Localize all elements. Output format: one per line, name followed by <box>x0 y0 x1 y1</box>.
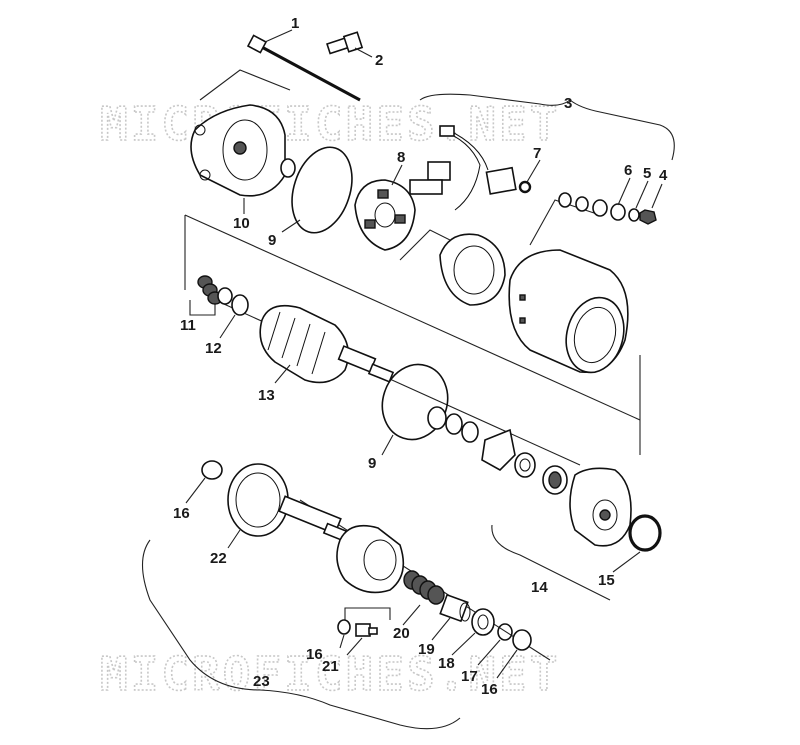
o-ring-upper <box>291 146 353 234</box>
overrunning-clutch <box>336 524 405 594</box>
callout-22: 22 <box>210 550 227 567</box>
bracket-23 <box>142 539 461 730</box>
callout-17: 17 <box>461 668 478 685</box>
callout-15: 15 <box>598 572 615 589</box>
callout-11: 11 <box>180 317 196 334</box>
screw <box>326 31 364 55</box>
callout-2: 2 <box>375 52 383 69</box>
callout-8: 8 <box>397 149 405 166</box>
bracket-11 <box>189 300 216 316</box>
washer-16-right <box>512 629 532 651</box>
callout-20: 20 <box>393 625 410 642</box>
bracket-3 <box>419 93 675 161</box>
callout-18: 18 <box>438 655 455 672</box>
pinion-collar <box>439 593 471 623</box>
callout-9-lower: 9 <box>368 455 376 472</box>
callout-16-left: 16 <box>173 505 190 522</box>
callout-5: 5 <box>643 165 651 182</box>
thrust-washer-12 <box>231 294 249 316</box>
callout-7: 7 <box>533 145 541 162</box>
washer-16-left <box>201 460 223 480</box>
small-o-ring <box>518 180 532 194</box>
watermark-top: MICROFICHES.NET <box>100 97 560 151</box>
callout-4: 4 <box>659 167 668 184</box>
brush-plate <box>354 179 416 251</box>
pinion-spring <box>403 570 445 605</box>
watermark-bottom: MICROFICHES.NET <box>100 647 560 701</box>
callout-10: 10 <box>233 215 250 232</box>
armature <box>259 304 395 384</box>
callout-1: 1 <box>291 15 299 32</box>
stopper-pin <box>355 623 378 637</box>
roller-bearing <box>542 465 568 495</box>
callout-6: 6 <box>624 162 632 179</box>
bracket-14 <box>491 524 611 601</box>
callout-12: 12 <box>205 340 222 357</box>
through-bolt <box>246 34 361 102</box>
rear-housing <box>190 104 296 197</box>
axis-line-upper <box>184 214 641 421</box>
callout-16-right: 16 <box>481 681 498 698</box>
leader-housing <box>199 69 291 101</box>
front-cover <box>569 467 632 547</box>
ball-bearing <box>471 608 495 636</box>
shim-washers <box>427 406 479 443</box>
brush-cover <box>439 233 506 306</box>
washer-stack <box>558 192 657 225</box>
circlip <box>497 623 513 641</box>
callout-13: 13 <box>258 387 275 404</box>
callout-14: 14 <box>531 579 548 596</box>
callout-19: 19 <box>418 641 435 658</box>
callout-23: 23 <box>253 673 270 690</box>
reduction-gear <box>227 463 348 542</box>
o-ring-lower <box>381 363 449 441</box>
yoke-housing <box>508 249 629 374</box>
callout-3: 3 <box>564 95 572 112</box>
gear-plate <box>481 428 536 478</box>
callout-9-upper: 9 <box>268 232 276 249</box>
brush-holder <box>409 125 517 211</box>
bracket-20 <box>344 607 391 620</box>
o-ring-front <box>628 514 662 552</box>
callout-21: 21 <box>322 658 339 675</box>
callout-leaders <box>185 29 663 679</box>
brush-springs <box>197 275 233 305</box>
washer-16-small <box>337 619 351 635</box>
callout-16-small: 16 <box>306 646 323 663</box>
